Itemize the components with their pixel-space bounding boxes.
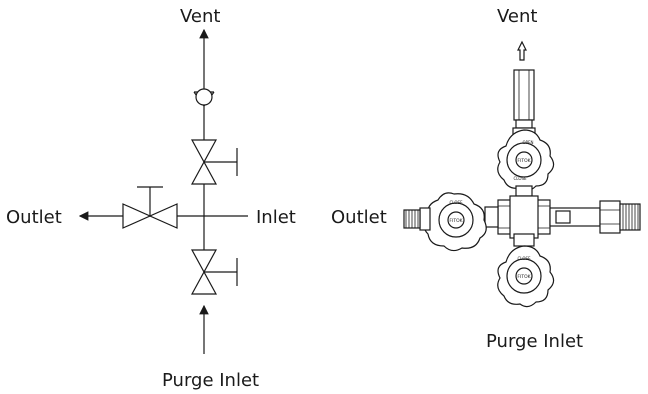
schematic-purge-inlet-label: Purge Inlet [162, 370, 260, 391]
vent-arrow-icon [517, 40, 527, 61]
upper-valve-knob: FITOK OPEN CLOSE [497, 129, 555, 192]
purge-valve-symbol [190, 249, 238, 295]
check-valve-symbol [193, 88, 215, 108]
assembly-vent-label: Vent [497, 6, 538, 27]
upper-knob-close: CLOSE [513, 176, 527, 181]
vent-valve-symbol [190, 139, 238, 185]
inlet-hex-nut [599, 200, 621, 234]
outlet-valve-knob: FITOK CLOSE [423, 192, 487, 252]
assembly-purge-inlet-label: Purge Inlet [486, 331, 584, 352]
upper-knob-open: OPEN [522, 140, 533, 145]
outlet-knob-close: CLOSE [449, 200, 463, 205]
purge-knob-close: CLOSE [517, 256, 531, 261]
purge-knob-brand: FITOK [517, 274, 531, 280]
schematic-diagram [78, 28, 248, 354]
purge-valve-knob: CLOSE FITOK [497, 245, 555, 308]
outlet-valve-symbol [122, 186, 178, 229]
vent-cap [513, 69, 535, 121]
assembly-outlet-label: Outlet [331, 207, 387, 228]
assembly-drawing: FITOK OPEN CLOSE FITOK CLOSE [403, 40, 641, 308]
schematic-inlet-label: Inlet [256, 207, 296, 228]
schematic-outlet-label: Outlet [6, 207, 62, 228]
outlet-knob-brand: FITOK [449, 218, 463, 224]
upper-knob-brand: FITOK [517, 158, 531, 164]
schematic-vent-label: Vent [180, 6, 221, 27]
